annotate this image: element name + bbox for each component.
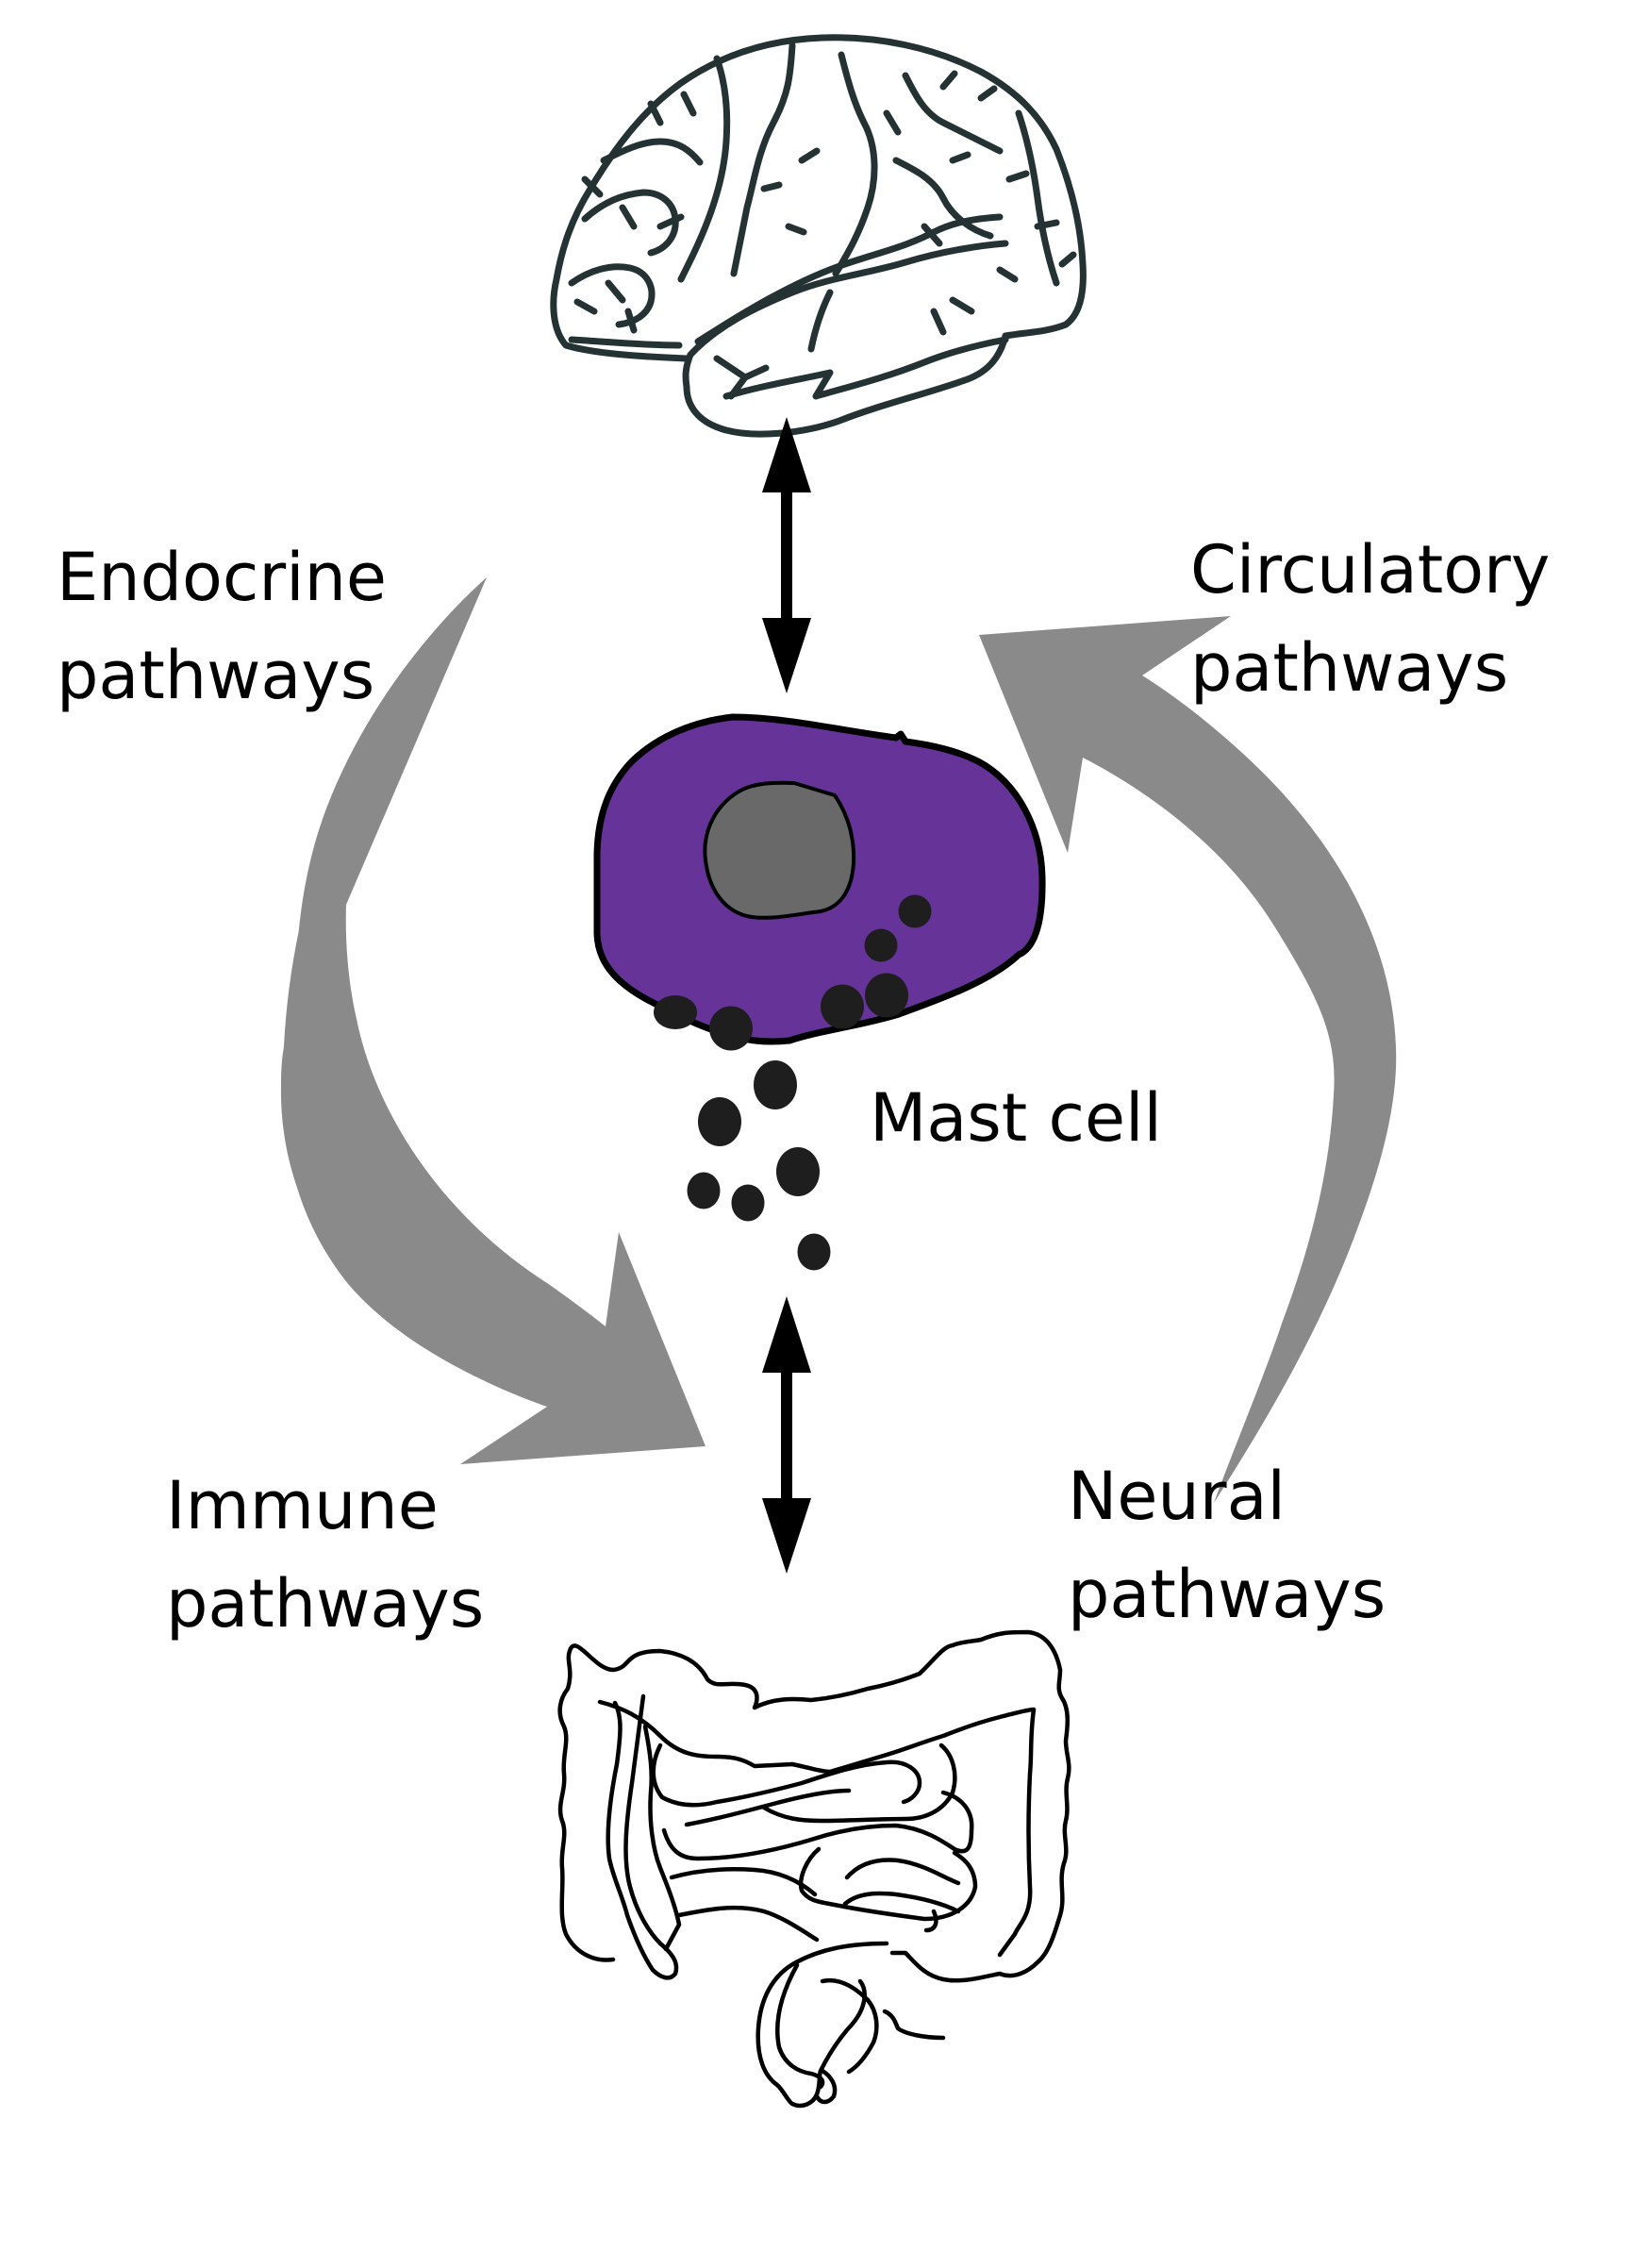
neural-label-line1: Neural (1068, 1458, 1286, 1535)
rectum-end (882, 2009, 946, 2041)
mast-cell-label-text: Mast cell (870, 1079, 1162, 1157)
colon-ascending-inner (606, 1693, 679, 1980)
granule-released (687, 1172, 721, 1209)
endocrine-label-line1: Endocrine (57, 539, 387, 616)
mast-cell-icon (593, 713, 1046, 1271)
immune-label-line2: pathways (166, 1565, 485, 1643)
intestine-icon (557, 1629, 1071, 2109)
endocrine-pathways-label: Endocrine pathways (57, 528, 387, 725)
arrow-shaft (781, 1370, 792, 1500)
arrowhead-down (762, 618, 811, 693)
mast-cell-gut-bidirectional-arrow (762, 1296, 811, 1574)
arrowhead-down (762, 1498, 811, 1574)
granules (654, 894, 932, 1271)
brain-temporal-sulcus (722, 336, 1009, 400)
granule-released (754, 1060, 797, 1109)
colon-outer (557, 1629, 1071, 1983)
granule-inside-cell (821, 984, 864, 1029)
colon-side-fold (642, 1724, 682, 1952)
arrowhead-up (762, 417, 811, 492)
brain-inferior-frontal (568, 336, 683, 349)
brain-frontal-sulcus-2 (581, 189, 679, 257)
neural-pathways-label: Neural pathways (1068, 1447, 1386, 1643)
granule-inside-cell (864, 928, 898, 962)
brain-temporal-branch-2 (807, 289, 834, 353)
arrow-shaft (781, 491, 792, 621)
brain-parietal-sulcus-1 (902, 72, 1004, 155)
granule-inside-cell (898, 894, 932, 928)
brain-frontal-sulcus-3 (568, 263, 656, 328)
brain-temporal-branch-3 (930, 296, 975, 336)
brain-temporal-branch-1 (713, 355, 770, 400)
brain-postcentral-sulcus (832, 51, 878, 277)
immune-label-line1: Immune (166, 1467, 439, 1544)
brain-sylvian-fissure (694, 213, 1004, 345)
brain-central-sulcus (730, 42, 796, 277)
granule-inside-cell (865, 973, 908, 1018)
small-intestine-coil-1 (651, 1743, 922, 1808)
granule-inside-cell (654, 995, 697, 1029)
brain-mast-cell-bidirectional-arrow (762, 417, 811, 693)
colon-inner (597, 1699, 1037, 1958)
arrowhead-up (762, 1296, 811, 1373)
circulatory-label-line1: Circulatory (1190, 531, 1551, 609)
small-intestine-coil-4 (669, 1846, 978, 1922)
brain-frontal-branches (573, 91, 697, 334)
neural-circulatory-pathway-arrow (979, 616, 1397, 1503)
small-intestine-coil-6 (842, 1891, 961, 1933)
brain-occipital-sulcus (1015, 109, 1060, 287)
brain-parietal-branches (760, 70, 1077, 283)
small-intestine-coil-2 (684, 1743, 957, 1827)
granule-released (731, 1184, 765, 1222)
granule-released (797, 1233, 831, 1271)
brain-precentral-sulcus (677, 55, 731, 283)
neural-label-line2: pathways (1068, 1556, 1386, 1633)
brain-parietal-sulcus-2 (892, 157, 994, 240)
sigmoid-colon (755, 1941, 889, 2109)
mast-cell-label: Mast cell (870, 1066, 1162, 1170)
endocrine-immune-pathway-arrow-body (283, 577, 606, 1407)
sigmoid-inner (774, 1962, 879, 2105)
immune-pathways-label: Immune pathways (166, 1457, 484, 1653)
small-intestine-coil-5 (676, 1858, 961, 1943)
granule-released (698, 1097, 741, 1146)
granule-inside-cell (709, 1006, 753, 1051)
brain-icon (550, 34, 1087, 438)
granule-released (776, 1147, 820, 1196)
brain-frontal-sulcus-1 (600, 138, 704, 166)
nucleus (703, 780, 856, 920)
circulatory-label-line2: pathways (1190, 629, 1509, 707)
small-intestine-coil-3 (661, 1790, 974, 1861)
circulatory-pathways-label: Circulatory pathways (1190, 521, 1550, 717)
endocrine-label-line2: pathways (57, 637, 375, 714)
